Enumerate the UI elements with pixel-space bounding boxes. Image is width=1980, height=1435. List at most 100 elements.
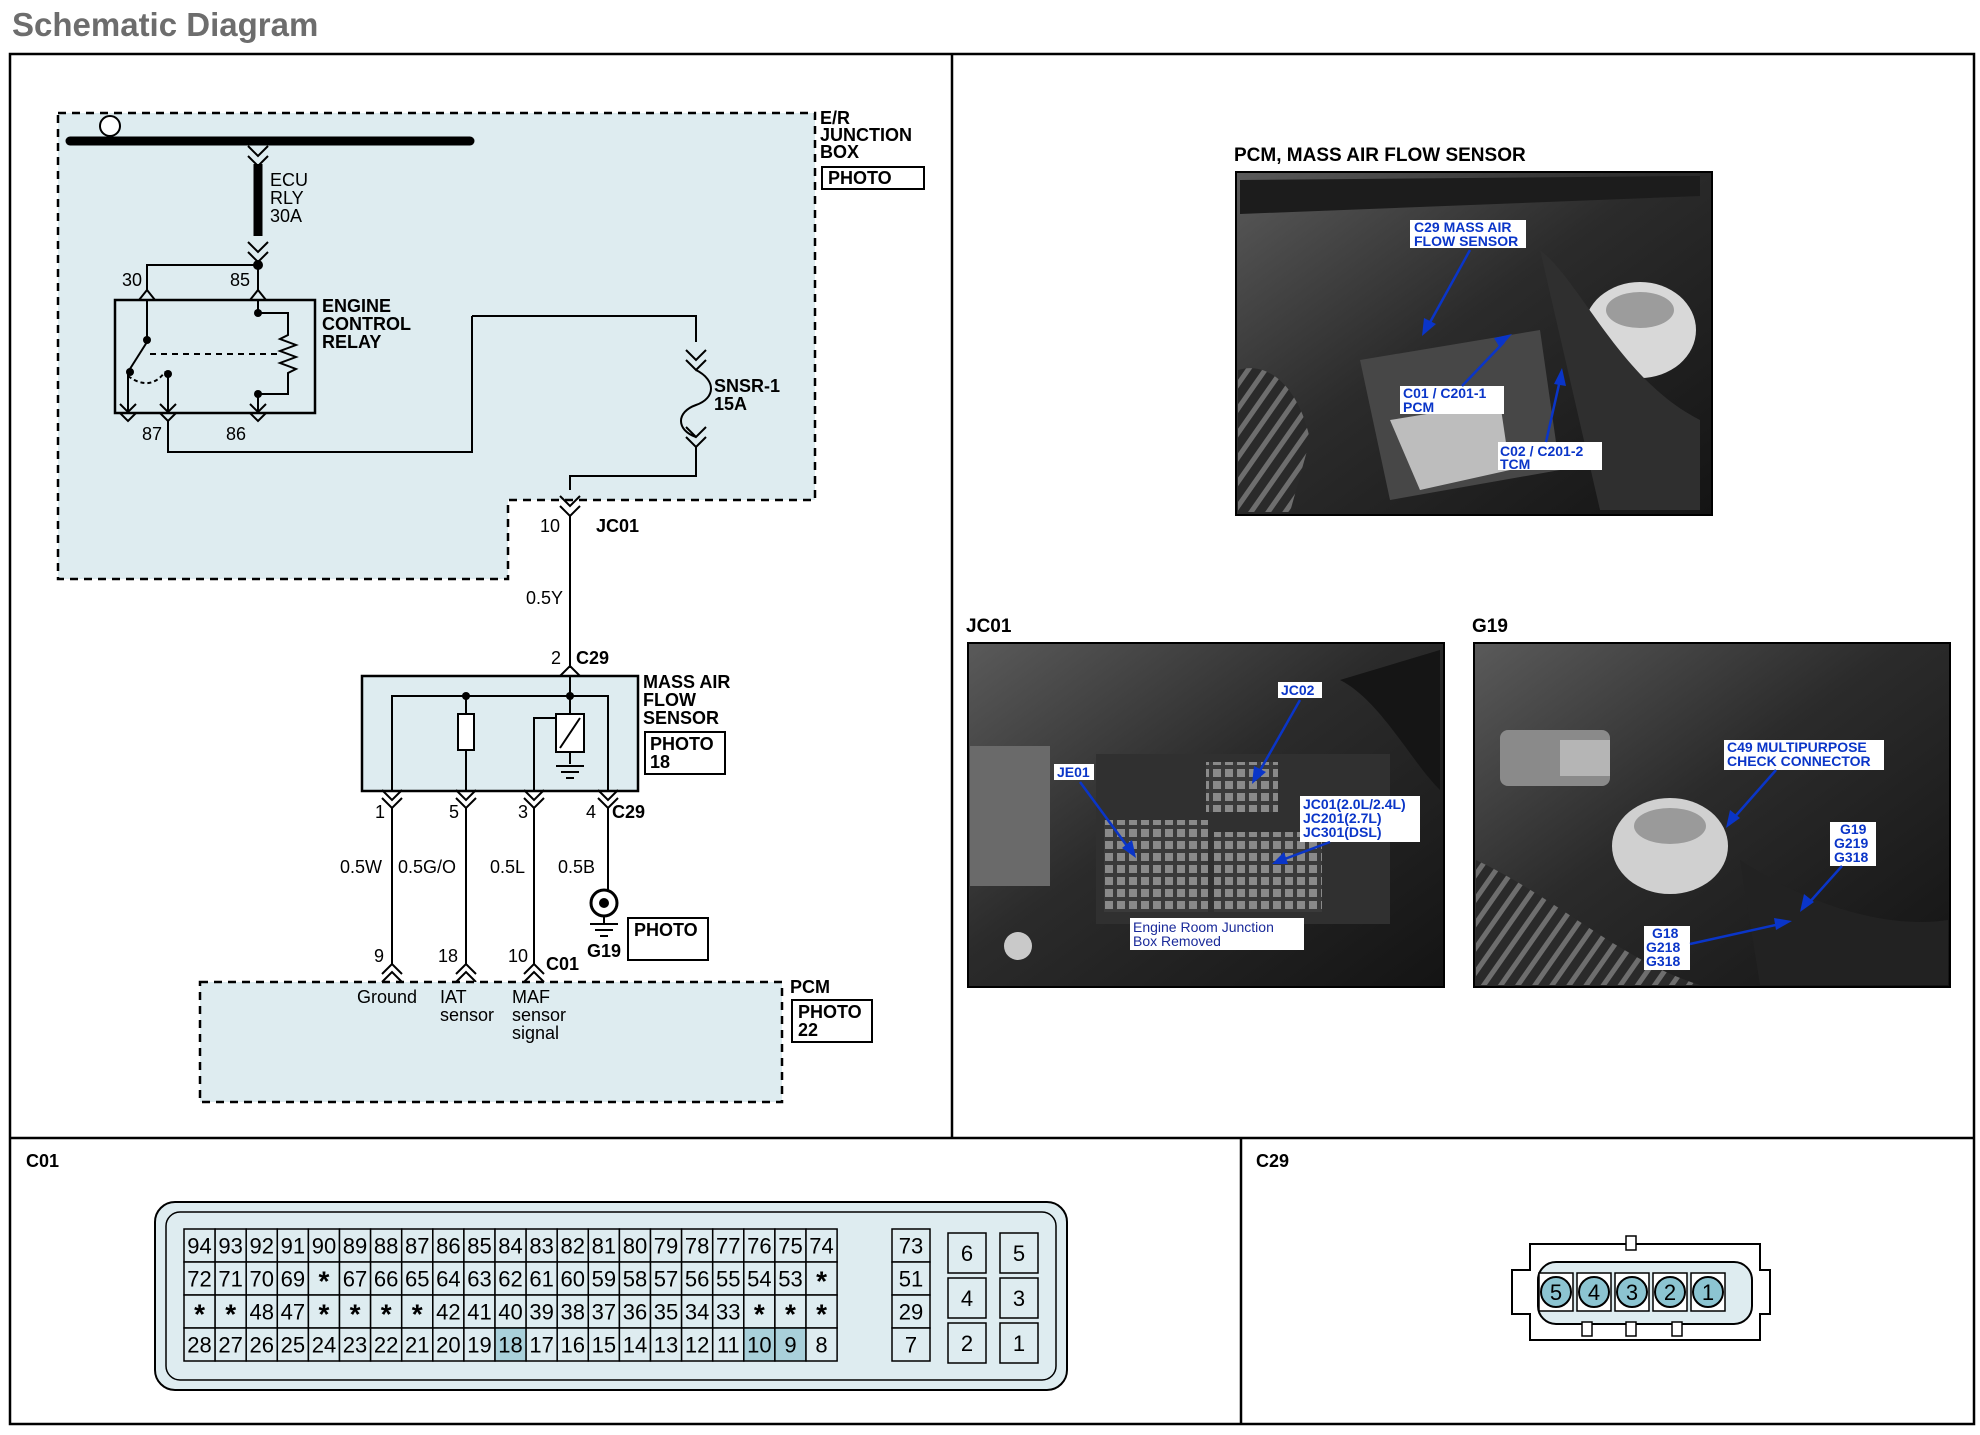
c01-pin: 9: [784, 1333, 796, 1358]
pcm-wires: [391, 808, 609, 964]
c01-pin: 13: [654, 1333, 678, 1358]
c01-pin: 40: [498, 1300, 522, 1325]
c01-pin: 88: [374, 1234, 398, 1259]
c01-pin-cell: [618, 1294, 652, 1329]
c01-pin-cell: [183, 1294, 216, 1329]
c01-pin: 2: [961, 1331, 973, 1356]
svg-text:G219: G219: [1834, 835, 1868, 851]
c01-pin: 26: [250, 1333, 274, 1358]
svg-text:CONTROL: CONTROL: [322, 314, 411, 334]
c01-pcm-connector: 9 18 10 C01: [374, 946, 579, 983]
c01-pin-cell: [214, 1261, 247, 1296]
c01-pin: 79: [654, 1234, 678, 1259]
c01-pin: 85: [467, 1234, 491, 1259]
c01-pin: 77: [716, 1234, 740, 1259]
c01-pin-cell: [525, 1327, 558, 1362]
c01-pin-cell: [369, 1294, 403, 1329]
svg-text:SENSOR: SENSOR: [643, 708, 719, 728]
c01-pin: *: [412, 1299, 423, 1330]
c01-pin: 6: [961, 1241, 973, 1266]
c01-pin: 83: [529, 1234, 553, 1259]
c01-pin-cell: [618, 1327, 652, 1362]
svg-text:Ground: Ground: [357, 987, 417, 1007]
c01-pin-cell: [947, 1277, 987, 1319]
svg-text:G19: G19: [587, 941, 621, 961]
c01-pin: 25: [281, 1333, 305, 1358]
c01-pin: 92: [250, 1234, 274, 1259]
c01-pin: *: [816, 1266, 827, 1297]
c01-pin: 11: [717, 1333, 740, 1358]
svg-text:PCM: PCM: [790, 977, 830, 997]
svg-text:10: 10: [540, 516, 560, 536]
svg-text:ENGINE: ENGINE: [322, 296, 391, 316]
c01-pin: 61: [529, 1267, 553, 1292]
engine-control-relay: 30 85 ENGINE CONTROL RELAY 87 86: [113, 264, 411, 444]
c01-pin-cell: [947, 1232, 987, 1274]
ecu-relay-fuse: ECU RLY 30A: [247, 145, 308, 270]
c01-pin-cell: [214, 1327, 247, 1362]
c01-pin: 89: [343, 1234, 367, 1259]
c29-pin: 4: [1588, 1280, 1600, 1305]
svg-text:4: 4: [586, 802, 596, 822]
svg-text:PHOTO: PHOTO: [650, 734, 714, 754]
c01-pin: 94: [187, 1234, 211, 1259]
photo-g19-title: G19: [1472, 616, 1508, 637]
svg-text:C01: C01: [546, 954, 579, 974]
c29-pin: 1: [1702, 1280, 1714, 1305]
svg-text:C29: C29: [576, 648, 609, 668]
svg-text:G318: G318: [1646, 953, 1680, 969]
svg-text:22: 22: [798, 1020, 818, 1040]
svg-text:9: 9: [374, 946, 384, 966]
c01-pin: *: [318, 1266, 329, 1297]
c01-pin: *: [194, 1299, 205, 1330]
svg-text:2: 2: [551, 648, 561, 668]
photo-pcm-maf: C29 MASS AIR FLOW SENSOR C01 / C201-1 PC…: [1235, 171, 1713, 516]
c01-pin-cell: [711, 1327, 745, 1362]
c01-pin: 29: [899, 1300, 923, 1325]
c01-pin: 38: [561, 1300, 585, 1325]
svg-text:FLOW SENSOR: FLOW SENSOR: [1414, 233, 1518, 249]
c01-pin: 21: [405, 1333, 429, 1358]
c01-pin-cell: [649, 1228, 683, 1263]
svg-text:30A: 30A: [270, 206, 302, 226]
svg-text:1: 1: [375, 802, 385, 822]
wire-0-5l-label: 0.5L: [490, 857, 525, 877]
c01-pin: 47: [281, 1300, 305, 1325]
svg-text:C49 MULTIPURPOSE: C49 MULTIPURPOSE: [1727, 739, 1867, 755]
c01-pin: 37: [592, 1300, 616, 1325]
c01-pin-cell: [463, 1294, 496, 1329]
snsr-feed-wire: [472, 315, 697, 342]
c29-pin-circle: [1654, 1276, 1686, 1308]
svg-text:CHECK CONNECTOR: CHECK CONNECTOR: [1727, 753, 1871, 769]
c01-pin-cell: [214, 1228, 247, 1263]
c29-pin-circle: [1540, 1276, 1572, 1308]
c01-pin: 63: [467, 1267, 491, 1292]
c01-pin-cell: [338, 1228, 372, 1263]
c01-pin-cell: [891, 1327, 931, 1362]
c01-pin: 1: [1013, 1331, 1025, 1356]
c01-pin-cell: [463, 1261, 496, 1296]
svg-text:G318: G318: [1834, 849, 1868, 865]
c01-pin-cell: [774, 1294, 807, 1329]
c29-pin: 5: [1550, 1280, 1562, 1305]
svg-text:C29 MASS AIR: C29 MASS AIR: [1414, 219, 1512, 235]
c01-pin: *: [318, 1299, 329, 1330]
svg-text:85: 85: [230, 270, 250, 290]
c29-pin-circle: [1616, 1276, 1648, 1308]
svg-text:JUNCTION: JUNCTION: [820, 125, 912, 145]
c01-pin: 39: [529, 1300, 553, 1325]
svg-text:87: 87: [142, 424, 162, 444]
c29-pin-circle: [1692, 1276, 1724, 1308]
svg-text:JE01: JE01: [1057, 764, 1090, 780]
svg-text:15A: 15A: [714, 394, 747, 414]
snsr-output-wire: [569, 447, 697, 490]
c01-pin: 69: [281, 1267, 305, 1292]
svg-text:sensor: sensor: [440, 1005, 494, 1025]
c01-pin: 34: [685, 1300, 709, 1325]
ground-g19: G19 PHOTO: [587, 888, 709, 961]
c01-pin: 90: [312, 1234, 336, 1259]
svg-text:sensor: sensor: [512, 1005, 566, 1025]
battery-terminal-symbol: [99, 115, 121, 137]
